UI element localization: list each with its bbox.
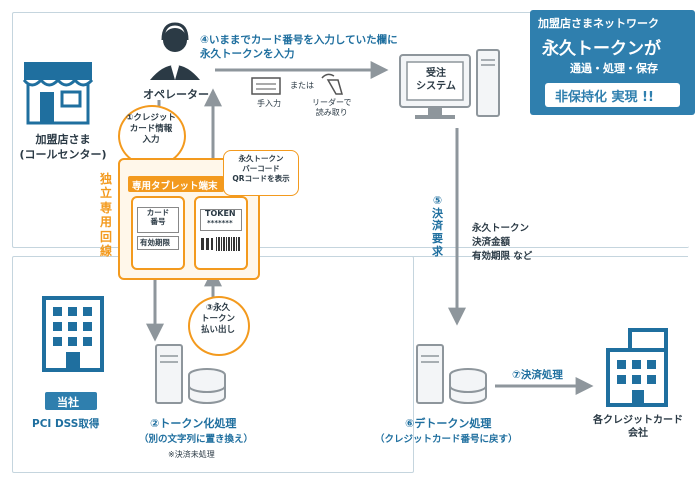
detokenization-server-icon — [416, 344, 487, 404]
company-building-icon — [42, 296, 104, 372]
company-badge — [45, 392, 97, 410]
manual-input-label: 手入力 — [257, 99, 281, 108]
callout-line2: 永久トークンが — [542, 39, 661, 59]
step6-title: ⑥デトークン処理 — [405, 417, 492, 430]
step3-label: ③永久 トークン 払い出し — [200, 303, 235, 336]
reader-input-label: リーダーで 読み取り — [312, 98, 352, 117]
token-mask: ******* — [207, 219, 233, 227]
barcode-icon — [216, 237, 240, 251]
tablet-header: 専用タブレット端末 — [132, 181, 218, 192]
company-label: 当社 — [57, 396, 79, 409]
order-system-label: 受注 システム — [416, 68, 456, 92]
callout-line3: 通過・処理・保存 — [570, 62, 658, 75]
barcode-callout: 永久トークン バーコード QRコードを表示 — [232, 154, 290, 183]
expiry-label: 有効期限 — [140, 238, 170, 247]
step6-subtitle: （クレジットカード番号に戻す） — [375, 434, 518, 445]
dedicated-line-label: 独 立 専 用 回 線 — [100, 172, 113, 258]
store-icon — [22, 62, 94, 125]
step7-label: ⑦決済処理 — [512, 369, 563, 381]
card-company-building-icon — [606, 328, 668, 407]
pci-label: PCI DSS取得 — [32, 418, 100, 430]
step5-label: ⑤ 決 済 要 求 — [432, 194, 443, 258]
token-field — [200, 209, 242, 231]
operator-icon — [150, 22, 200, 80]
callout-badge — [545, 83, 680, 107]
merchant-network-region — [12, 12, 689, 248]
step2-subtitle: （別の文字列に置き換え） — [139, 434, 254, 445]
token-label: TOKEN — [205, 209, 236, 218]
step2-title: ②トークン化処理 — [150, 417, 237, 430]
or-label: または — [290, 81, 314, 90]
card-company-label: 各クレジットカード 会社 — [593, 415, 683, 439]
right-lower-region — [412, 256, 688, 257]
reader-icon — [321, 73, 343, 95]
operator-label: オペレーター — [143, 88, 209, 101]
merchant-store-label: 加盟店さま (コールセンター) — [19, 133, 107, 161]
card-number-field[interactable] — [137, 207, 179, 233]
tablet-header-bar — [128, 176, 224, 192]
step2-note: ※決済未処理 — [168, 450, 215, 459]
callout-badge-label: 非保持化 実現 !! — [555, 90, 654, 105]
step1-circle — [118, 105, 186, 167]
expiry-field[interactable] — [137, 236, 179, 250]
barcode-callout-bubble — [223, 150, 299, 196]
order-system-icon — [399, 49, 500, 119]
keyboard-icon — [251, 77, 281, 95]
step3-circle — [188, 296, 250, 356]
qr-code-icon — [201, 238, 213, 250]
callout-line1: 加盟店さまネットワーク — [538, 17, 659, 30]
step5-details: 永久トークン 決済金額 有効期限 など — [472, 223, 533, 262]
step4-label: ④いままでカード番号を入力していた欄に 永久トークンを入力 — [200, 34, 398, 61]
tablet-right — [194, 196, 248, 270]
tokenization-server-icon — [155, 344, 226, 404]
step1-label: ①クレジット カード情報 入力 — [126, 113, 176, 146]
card-number-label: カード 番号 — [146, 208, 170, 226]
